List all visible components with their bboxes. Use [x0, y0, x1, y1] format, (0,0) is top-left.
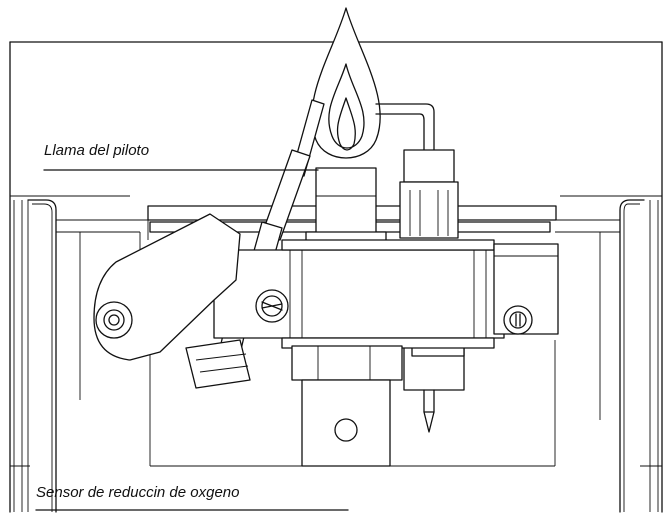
leader-lines: [35, 169, 349, 511]
screw-right: [503, 305, 533, 335]
gas-fitting: [291, 345, 403, 467]
burner-body: [213, 239, 559, 349]
pilot-flame: [311, 7, 381, 159]
screw-left: [255, 289, 289, 323]
enclosure-frame: [9, 41, 663, 513]
pilot-hood: [305, 167, 387, 245]
oxygen-sensor-label: Sensor de reduccin de oxgeno: [36, 484, 240, 501]
pilot-flame-label: Llama del piloto: [44, 142, 150, 159]
mounting-bracket: [93, 213, 241, 361]
